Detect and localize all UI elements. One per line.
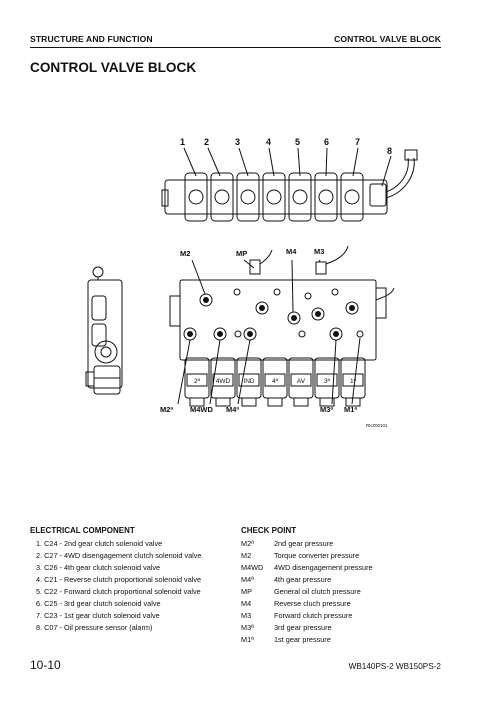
check-point-code: M3ª (241, 623, 254, 633)
label-m2: M2 (180, 249, 190, 258)
check-point-title: CHECK POINT (241, 526, 297, 535)
callout-6: 6 (324, 137, 329, 147)
solenoid-label-av: AV (297, 378, 306, 385)
electrical-component-title: ELECTRICAL COMPONENT (30, 526, 135, 535)
check-point-description: 1st gear pressure (274, 635, 331, 645)
header-divider (30, 47, 441, 49)
table-row: M4WD 4WD disengagement pressure (241, 562, 373, 574)
table-row: M1ª 1st gear pressure (241, 634, 373, 646)
table-row: MP General oil clutch pressure (241, 586, 373, 598)
check-point-code: M1ª (241, 635, 254, 645)
solenoid-label-ind: IND (243, 378, 255, 385)
table-row: M4ª 4th gear pressure (241, 574, 373, 586)
valve-block-front-view (169, 245, 395, 407)
table-row: M3ª 3rd gear pressure (241, 622, 373, 634)
table-row: M4 Reverse cluch pressure (241, 598, 373, 610)
check-point-code: M2ª (241, 539, 254, 548)
check-point-code: M3 (241, 611, 252, 621)
callout-5: 5 (295, 137, 300, 147)
label-m3-gear: M3ª (320, 405, 333, 414)
control-valve-diagram: 1 2 3 4 5 6 7 8 M2 MP M4 M3 M2ª M4WD M4ª… (85, 137, 418, 428)
check-point-description: 4th gear pressure (274, 575, 332, 585)
label-m4-gear: M4ª (226, 405, 239, 414)
check-point-description: Forward clutch pressure (274, 611, 353, 621)
solenoid-label-4wd: 4WD (216, 378, 231, 385)
list-item: 8. C07 - Oil pressure sensor (alarm) (36, 623, 153, 633)
valve-block-side-view (85, 266, 123, 395)
list-item: 3. C26 - 4th gear clutch solenoid valve (36, 563, 161, 573)
figure-code: RKZ00101 (366, 423, 388, 428)
check-point-description: Torque converter pressure (274, 551, 360, 561)
check-point-code: MP (241, 587, 252, 597)
table-row: M2ª 2nd gear pressure (241, 538, 373, 550)
check-point-description: General oil clutch pressure (274, 587, 361, 597)
label-m4wd: M4WD (190, 405, 213, 414)
solenoid-label-1: 1ª (350, 378, 357, 385)
label-m2-gear: M2ª (160, 405, 173, 414)
list-item: 2. C27 - 4WD disengagement clutch soleno… (36, 551, 202, 561)
list-item: 1. C24 - 2nd gear clutch solenoid valve (36, 539, 163, 548)
callout-1: 1 (180, 137, 185, 147)
callout-8: 8 (387, 146, 392, 156)
model-name: WB140PS-2 WB150PS-2 (348, 662, 441, 671)
solenoid-label-4: 4ª (272, 378, 279, 385)
check-point-description: Reverse cluch pressure (274, 599, 351, 609)
page-title: CONTROL VALVE BLOCK (30, 60, 197, 75)
table-row: M3 Forward clutch pressure (241, 610, 373, 622)
check-point-description: 3rd gear pressure (274, 623, 332, 633)
list-item: 7. C23 - 1st gear clutch solenoid valve (36, 611, 160, 621)
electrical-component-list: 1. C24 - 2nd gear clutch solenoid valve … (36, 538, 201, 634)
list-item: 5. C22 - Forward clutch proportional sol… (36, 587, 201, 597)
header-section-title: STRUCTURE AND FUNCTION (30, 34, 153, 44)
check-point-code: M4ª (241, 575, 254, 585)
header-chapter-title: CONTROL VALVE BLOCK (334, 34, 441, 44)
page-number: 10-10 (30, 658, 61, 672)
check-point-table: M2ª 2nd gear pressure M2 Torque converter … (241, 538, 373, 646)
check-point-code: M4WD (241, 563, 264, 573)
check-point-code: M4 (241, 599, 252, 609)
solenoid-label-2: 2ª (194, 378, 201, 385)
solenoid-label-3: 3ª (324, 378, 331, 385)
table-row: M2 Torque converter pressure (241, 550, 373, 562)
label-mp: MP (236, 249, 247, 258)
list-item: 4. C21 - Reverse clutch proportional sol… (36, 575, 202, 585)
callout-3: 3 (235, 137, 240, 147)
callout-4: 4 (266, 137, 271, 147)
callout-7: 7 (355, 137, 360, 147)
label-m3: M3 (314, 247, 324, 256)
check-point-description: 2nd gear pressure (274, 539, 334, 548)
label-m4: M4 (286, 247, 297, 256)
valve-block-top-view (161, 147, 418, 222)
check-point-code: M2 (241, 551, 252, 561)
label-m1-gear: M1ª (344, 405, 357, 414)
callout-2: 2 (204, 137, 209, 147)
list-item: 6. C25 - 3rd gear clutch solenoid valve (36, 599, 161, 609)
check-point-description: 4WD disengagement pressure (274, 563, 373, 573)
